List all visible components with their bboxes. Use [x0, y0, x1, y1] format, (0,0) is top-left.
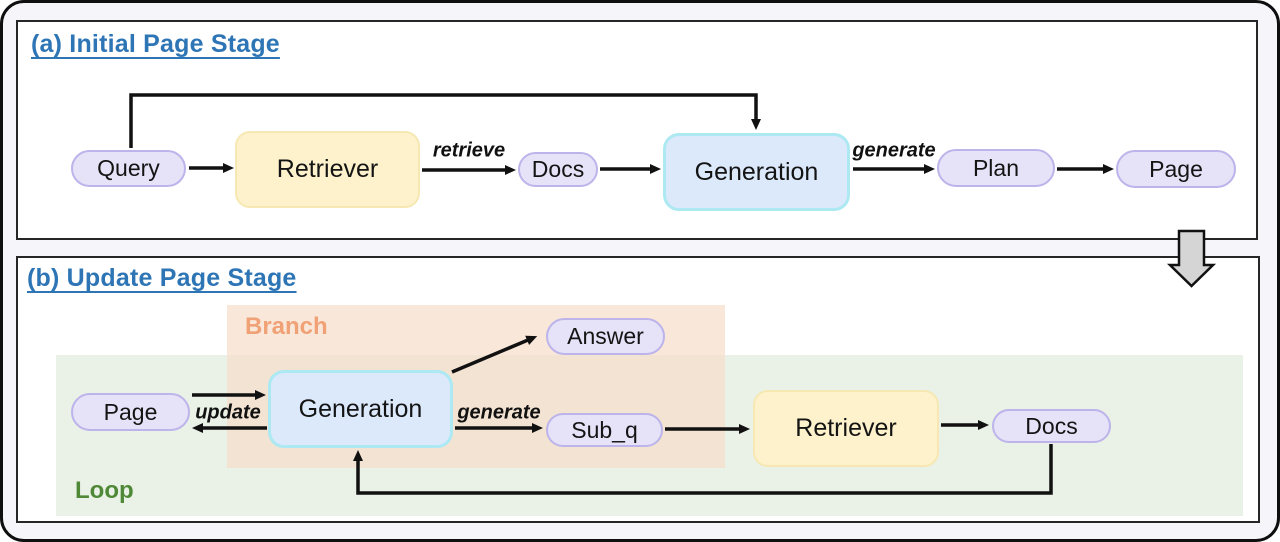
edge-label-retrieve: retrieve: [432, 139, 506, 162]
node-plan: Plan: [937, 149, 1055, 187]
panel-b-title: (b) Update Page Stage: [27, 264, 297, 292]
node-docs-b: Docs: [992, 409, 1111, 443]
node-docs-a: Docs: [518, 152, 598, 187]
branch-region-label: Branch: [245, 313, 328, 340]
node-query: Query: [71, 150, 186, 187]
edge-label-generate-b: generate: [457, 401, 541, 424]
edge-label-update: update: [195, 401, 261, 424]
node-retriever-a: Retriever: [235, 131, 420, 208]
node-generation-a: Generation: [663, 133, 850, 211]
node-answer: Answer: [546, 318, 665, 355]
edge-label-generate-a: generate: [852, 139, 936, 162]
panel-a-title: (a) Initial Page Stage: [31, 30, 280, 58]
loop-region-label: Loop: [75, 477, 134, 504]
node-subq: Sub_q: [546, 413, 663, 447]
node-page-b: Page: [71, 393, 190, 431]
node-page-a: Page: [1116, 150, 1236, 188]
node-generation-b: Generation: [268, 370, 453, 448]
node-retriever-b: Retriever: [753, 390, 939, 467]
